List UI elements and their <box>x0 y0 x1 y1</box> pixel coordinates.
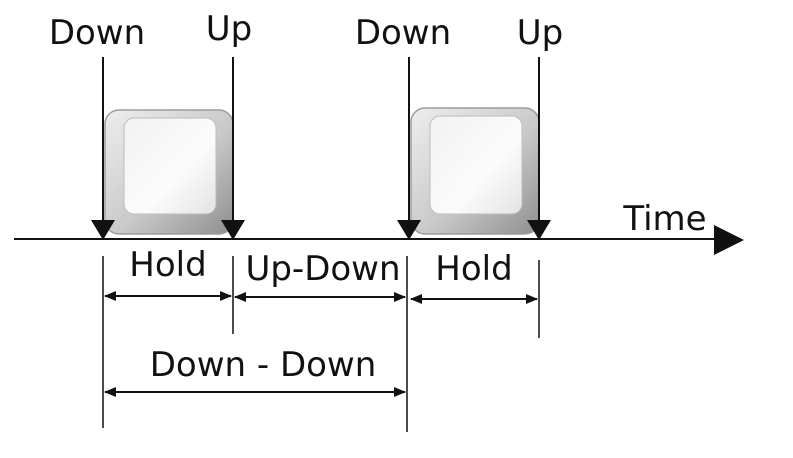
key-cap-second <box>410 107 540 235</box>
label-up-down: Up-Down <box>245 249 400 289</box>
label-second-up: Up <box>517 13 563 53</box>
event-arrow-second-up <box>527 57 551 240</box>
label-second-down: Down <box>355 13 451 53</box>
event-arrow-first-down <box>91 57 115 240</box>
label-time: Time <box>622 199 706 239</box>
label-first-down: Down <box>49 13 145 53</box>
key-cap-first <box>104 109 234 235</box>
event-arrow-first-up <box>221 57 245 240</box>
label-hold-first: Hold <box>129 245 206 285</box>
time-axis-arrowhead <box>714 225 744 255</box>
label-first-up: Up <box>206 9 252 49</box>
event-arrow-second-down <box>397 57 421 240</box>
label-down-down: Down - Down <box>150 345 377 385</box>
label-hold-second: Hold <box>435 249 512 289</box>
